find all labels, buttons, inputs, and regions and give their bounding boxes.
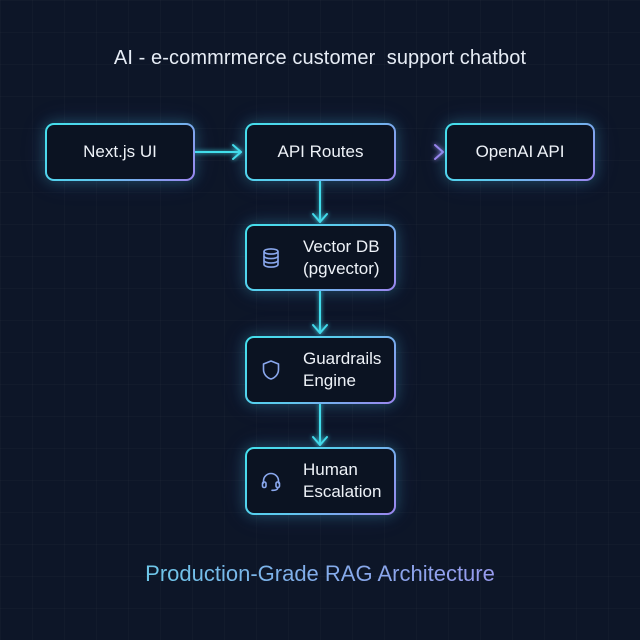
node-label: API Routes xyxy=(277,142,364,161)
diagram-title: AI - e-commrmerce customer support chatb… xyxy=(113,47,527,69)
node-nextjs-ui[interactable]: Next.js UI xyxy=(45,123,195,181)
node-openai-api[interactable]: OpenAI API xyxy=(445,123,595,181)
node-vector-db[interactable]: Vector DB (pgvector) xyxy=(245,224,396,291)
node-human-escalation[interactable]: Human Escalation xyxy=(245,447,396,515)
edge-api-to-vectordb xyxy=(312,180,328,223)
database-icon xyxy=(263,247,279,268)
node-label: Next.js UI xyxy=(83,142,157,161)
diagram-footer-title: Production-Grade RAG Architecture xyxy=(0,561,640,587)
node-label-line2: Escalation xyxy=(303,482,382,501)
edge-api-to-openai xyxy=(395,144,444,160)
shield-icon xyxy=(262,360,280,380)
node-label-line1: Human xyxy=(303,460,358,479)
node-guardrails-engine[interactable]: Guardrails Engine xyxy=(245,336,396,404)
headset-icon xyxy=(261,472,281,492)
node-label-line1: Guardrails xyxy=(303,349,382,368)
edge-vectordb-to-guardrails xyxy=(312,290,328,334)
node-label: OpenAI API xyxy=(475,142,565,161)
node-label-line2: (pgvector) xyxy=(303,258,380,278)
node-api-routes[interactable]: API Routes xyxy=(245,123,396,181)
node-label-line2: Engine xyxy=(303,371,356,390)
edge-nextjs-to-api xyxy=(194,144,242,160)
edge-guardrails-to-human xyxy=(312,403,328,446)
node-label-line1: Vector DB xyxy=(303,236,380,256)
